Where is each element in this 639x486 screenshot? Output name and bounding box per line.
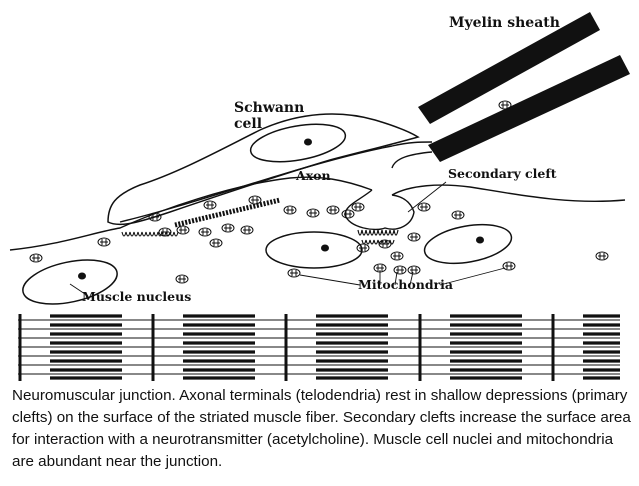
label-muscle-nucleus: Muscle nucleus [82, 289, 191, 304]
mitochondria-group [29, 100, 609, 284]
leader-lines [69, 181, 506, 297]
mitochondrion [407, 265, 421, 275]
label-axon: Axon [295, 168, 331, 183]
secondary-cleft-leader [407, 181, 447, 213]
mitochondrion [502, 261, 516, 271]
mitochondrion [287, 268, 301, 278]
mito-leader-1 [299, 274, 361, 286]
mitochondrion [417, 202, 431, 212]
mitochondrion [240, 225, 254, 235]
muscle-nucleus-left [22, 259, 118, 305]
muscle-fiber-surface [9, 176, 626, 251]
mitochondrion [198, 227, 212, 237]
label-mitochondria: Mitochondria [358, 277, 453, 292]
mitochondrion [451, 210, 465, 220]
mito-leader-4 [409, 271, 414, 286]
mitochondrion [306, 208, 320, 218]
mitochondrion [390, 251, 404, 261]
mito-leader-5 [439, 267, 506, 286]
schwann-cell-nucleus [249, 123, 347, 163]
mitochondrion [97, 237, 111, 247]
striated-muscle [18, 314, 620, 381]
mitochondrion [176, 225, 190, 235]
muscle-nucleus-right [423, 223, 513, 265]
muscle-nucleolus-right [476, 236, 484, 244]
mitochondrion [393, 265, 407, 275]
mitochondrion [158, 227, 172, 237]
myelin-sheath-upper [418, 12, 600, 124]
mitochondrion [595, 251, 609, 261]
mitochondrion [378, 239, 392, 249]
axon-terminal [344, 189, 415, 231]
mitochondrion [498, 100, 512, 110]
mitochondrion [221, 223, 235, 233]
mitochondrion [407, 232, 421, 242]
myelin-sheath-lower [428, 55, 630, 162]
label-schwann-cell-line1: Schwann [234, 100, 304, 116]
mitochondrion [341, 209, 355, 219]
figure-caption: Neuromuscular junction. Axonal terminals… [12, 387, 631, 470]
mitochondrion [283, 205, 297, 215]
label-secondary-cleft: Secondary cleft [448, 166, 557, 181]
axon [119, 141, 433, 223]
mitochondrion [29, 253, 43, 263]
axon-vesicles-band [174, 197, 281, 228]
mitochondrion [148, 212, 162, 222]
label-myelin-sheath: Myelin sheath [449, 15, 560, 31]
muscle-nucleolus-center [321, 244, 329, 252]
muscle-nucleus-center [265, 231, 363, 269]
muscle-nucleolus-left [78, 272, 86, 280]
secondary-clefts [357, 229, 399, 245]
mitochondrion [351, 202, 365, 212]
mitochondrion [326, 205, 340, 215]
label-schwann-cell-line2: cell [234, 116, 262, 132]
mitochondrion [175, 274, 189, 284]
mitochondrion [209, 238, 223, 248]
mitochondrion [248, 195, 262, 205]
schwann-nucleolus [304, 138, 312, 146]
mitochondrion [356, 243, 370, 253]
mitochondrion [203, 200, 217, 210]
mito-leader-3 [394, 271, 398, 286]
muscle-nucleus-leader [69, 283, 89, 297]
schwann-cell [107, 113, 420, 226]
